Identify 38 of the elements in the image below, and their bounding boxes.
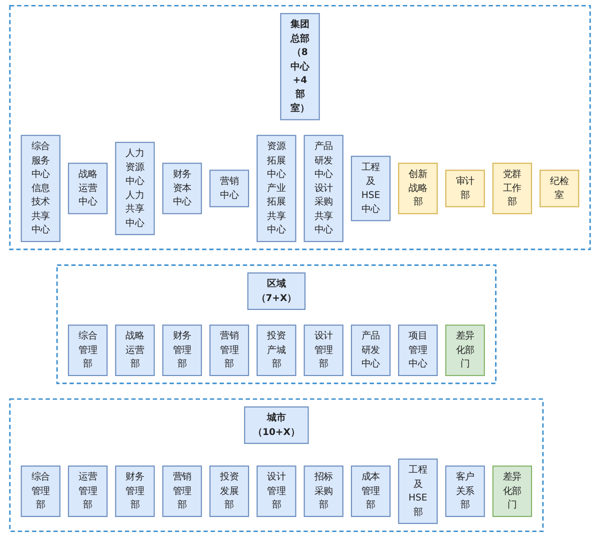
node-box: 集团总部 （8中心+4部室） [280,13,320,120]
node-box: 差异化部门 [445,324,485,376]
cluster [9,5,591,250]
node-box: 战略运营中心 [68,162,108,214]
node-box: 资源拓展中心 产业拓展共享中心 [256,134,296,242]
node-box: 审计部 [445,170,485,208]
node-box: 财务管理部 [162,324,202,376]
node-box: 纪检室 [540,170,580,208]
node-box: 营销中心 [209,170,250,208]
node-box: 设计管理部 [256,466,296,517]
node-box: 党群工作部 [492,162,532,214]
node-box: 产品研发中心 设计采购共享中心 [304,134,344,242]
node-box: 工程及HSE中心 [350,156,391,222]
node-box: 综合管理部 [68,324,108,376]
node-box: 成本管理部 [350,466,391,517]
node-box: 运营管理部 [68,466,108,517]
node-box: 项目管理中心 [398,324,438,376]
node-box: 招标采购部 [304,466,344,517]
node-box: 工程及HSE部 [398,458,438,524]
node-box: 人力资源中心 人力共享中心 [115,142,155,236]
node-box: 差异化部门 [492,466,532,517]
node-box: 投资产城部 [256,324,296,376]
node-box: 城市 （10+X） [244,406,309,444]
node-box: 区域 （7+X） [247,272,306,310]
node-box: 产品研发中心 [350,324,391,376]
node-box: 营销管理部 [162,466,202,517]
node-box: 投资发展部 [209,466,250,517]
cluster [56,264,496,384]
node-box: 营销管理部 [209,324,250,376]
node-box: 创新战略部 [398,162,438,214]
cluster [9,398,544,532]
node-box: 设计管理部 [304,324,344,376]
node-box: 财务管理部 [115,466,155,517]
node-box: 战略运营部 [115,324,155,376]
node-box: 综合服务中心 信息技术共享中心 [20,134,60,242]
node-box: 客户关系部 [445,466,485,517]
node-box: 综合管理部 [20,466,60,517]
node-box: 财务资本中心 [162,162,202,214]
